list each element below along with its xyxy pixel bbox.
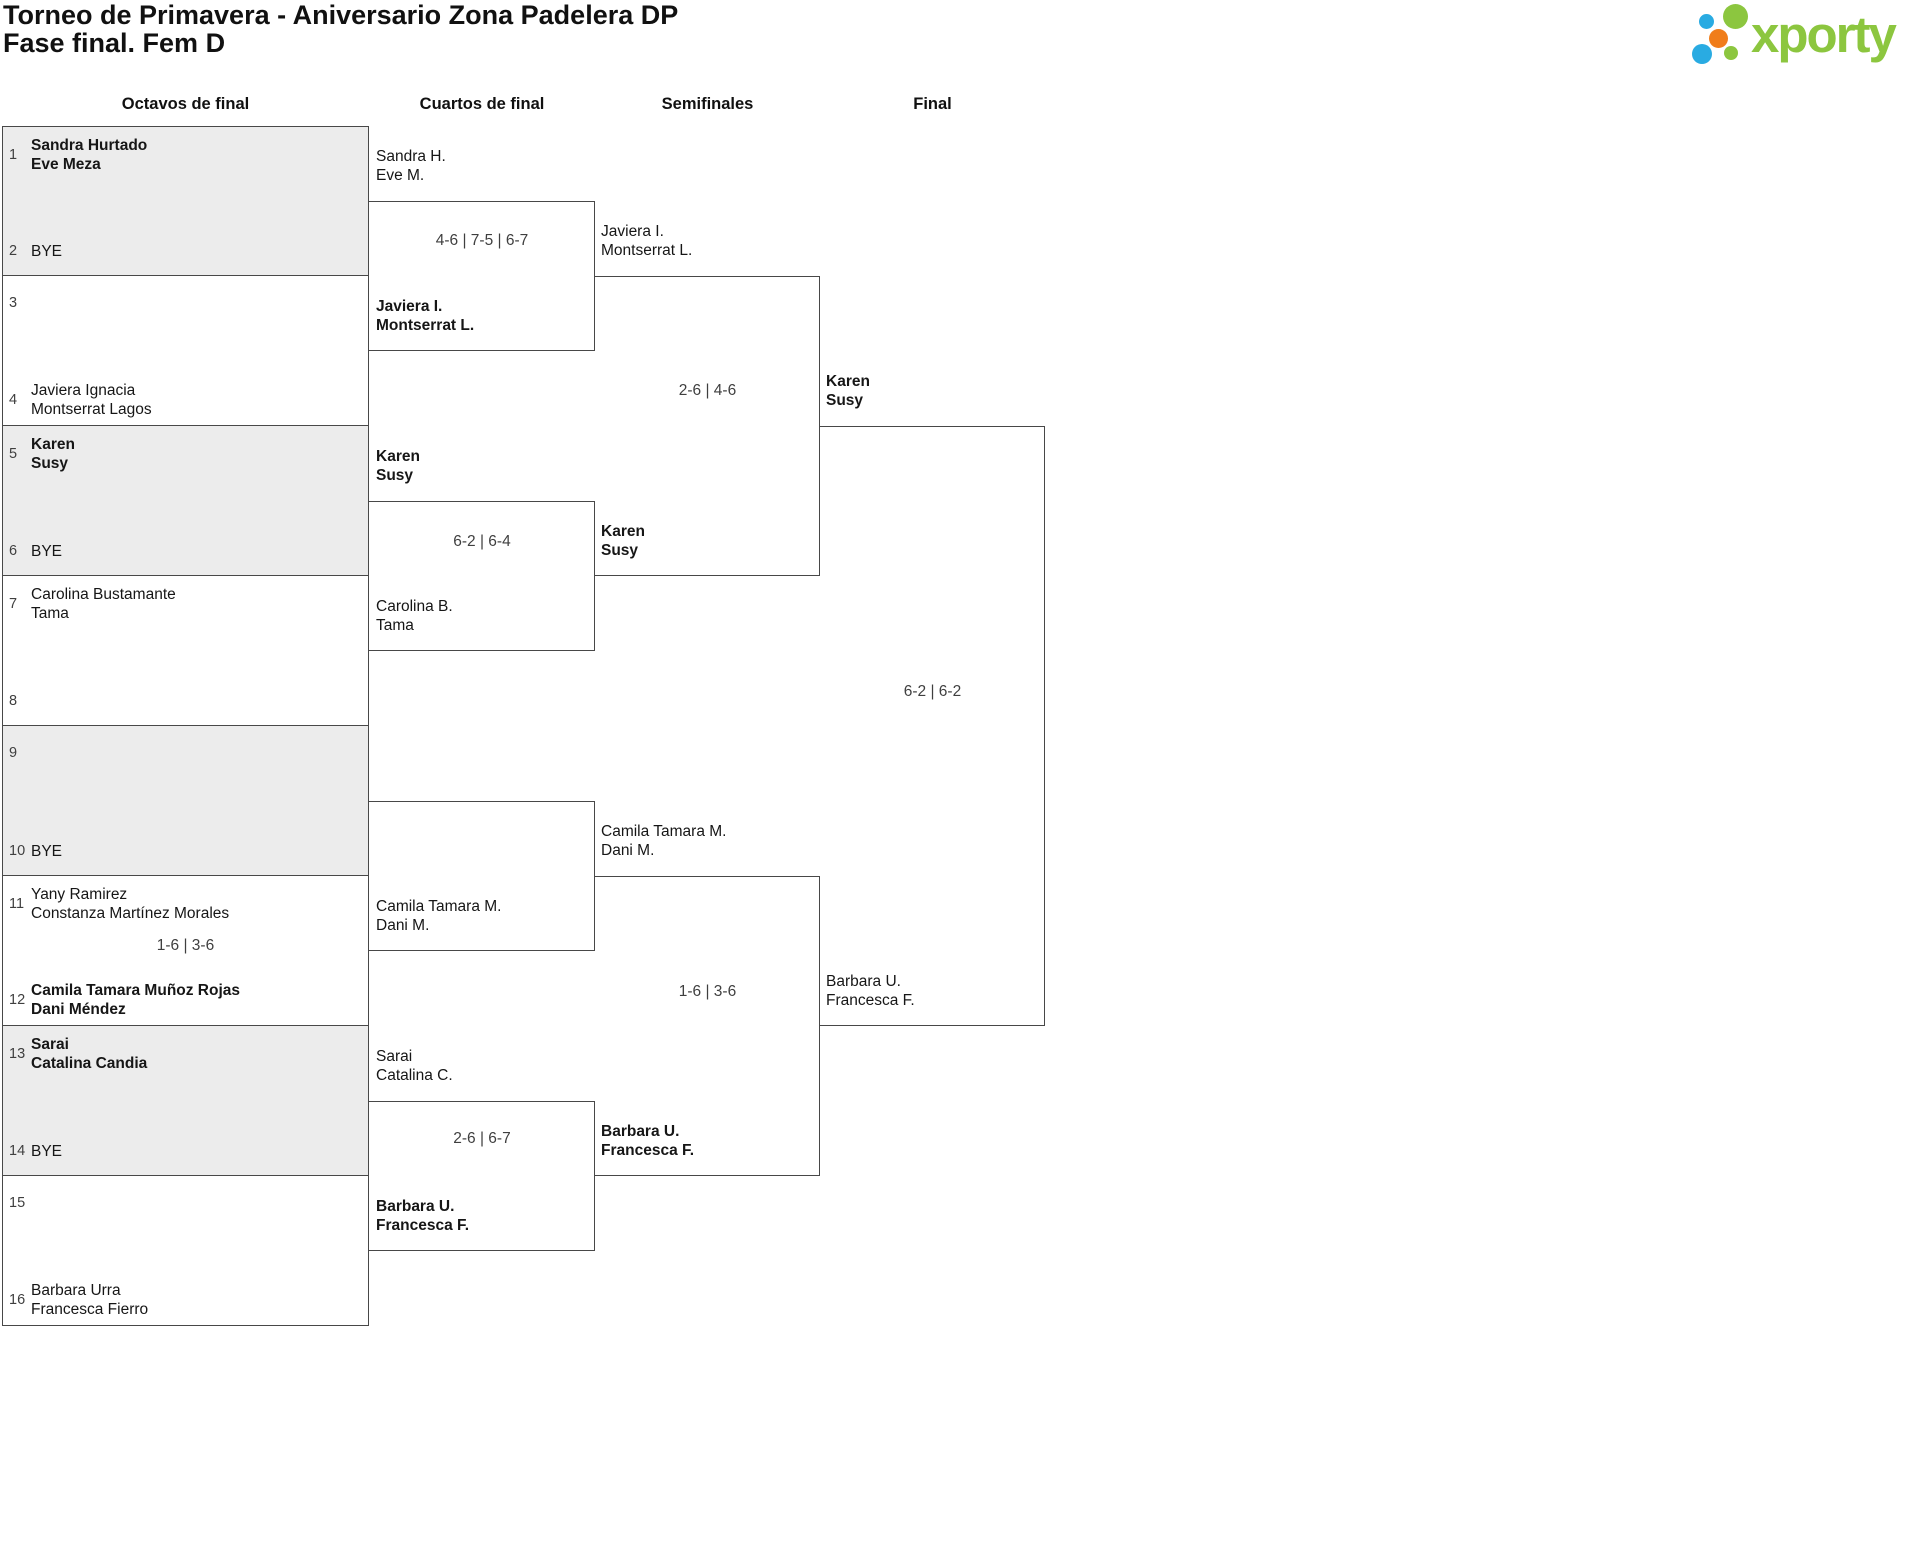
r2-m2-score: 6-2 | 6-4 [453,533,511,550]
r3-m2-team1: Camila Tamara M.Dani M. [601,823,727,859]
logo-dot-green-small [1724,46,1738,60]
r2-match-1-box [369,201,595,351]
page-title: Torneo de Primavera - Aniversario Zona P… [3,1,678,57]
team-name: BYE [31,1143,63,1160]
column-header-cuartos: Cuartos de final [419,95,545,113]
seed-label: 16 [9,1291,26,1308]
seed-label: 10 [9,843,26,859]
seed-label: 13 [9,1045,26,1062]
column-header-final: Final [913,95,952,113]
seed-label: 4 [9,391,18,408]
r1-slot-seed-3: 3 [3,294,26,313]
logo-dot-orange [1709,29,1728,48]
seed-label: 6 [9,543,18,559]
seed-label: 5 [9,445,18,462]
logo-dot-green-large [1723,4,1748,29]
r4-final-box [820,426,1045,1026]
tournament-title: Torneo de Primavera - Aniversario Zona P… [3,0,679,30]
r4-final-team2: Barbara U.Francesca F. [826,973,915,1009]
r2-match-3-box [369,801,595,951]
r3-m2-score: 1-6 | 3-6 [678,983,737,1000]
seed-label: 8 [9,693,18,709]
seed-label: 1 [9,146,18,163]
phase-subtitle: Fase final. Fem D [3,28,226,58]
r4-final-score: 6-2 | 6-2 [903,683,962,700]
r3-m1-team1: Javiera I.Montserrat L. [601,223,693,259]
r2-match-4-box [369,1101,595,1251]
seed-label: 12 [9,991,26,1008]
team-name: BYE [31,843,63,860]
r1-slot-seed-14: 14 BYE [3,1142,62,1161]
r1-match-5-box: 9 10 BYE [2,726,369,876]
seed-label: 3 [9,295,18,311]
r1-slot-seed-9: 9 [3,744,26,763]
seed-label: 11 [9,895,25,912]
r1-slot-seed-10: 10 BYE [3,842,62,861]
r2-m4-score: 2-6 | 6-7 [453,1130,511,1147]
r1-slot-seed-15: 15 [3,1194,26,1213]
r1-slot-seed-6: 6 BYE [3,542,62,561]
r1-slot-seed-8: 8 [3,692,26,711]
column-header-octavos: Octavos de final [121,95,250,113]
r3-m2-team2: Barbara U.Francesca F. [601,1123,695,1159]
logo-wordmark: xporty [1751,6,1897,63]
r3-match-1-box [595,276,820,576]
seed-label: 2 [9,243,18,259]
r2-m1-score: 4-6 | 7-5 | 6-7 [435,232,529,249]
r2-m1-team2: Javiera I.Montserrat L. [376,298,475,334]
r2-m2-team2: Carolina B.Tama [376,598,453,634]
seed-label: 15 [9,1195,26,1211]
seed-label: 14 [9,1143,26,1159]
match-score: 1-6 | 3-6 [156,937,215,954]
r3-m1-score: 2-6 | 4-6 [678,382,737,399]
r3-match-2-box [595,876,820,1176]
logo-dot-blue-large [1692,44,1712,64]
r2-m3-team2: Camila Tamara M.Dani M. [376,898,502,934]
team-name: BYE [31,243,63,260]
column-header-semifinales: Semifinales [661,95,754,113]
r2-m4-team2: Barbara U.Francesca F. [376,1198,470,1234]
r2-match-2-box [369,501,595,651]
team-name: BYE [31,543,63,560]
logo-dot-blue-small [1699,14,1714,29]
r2-m1-team1: Sandra H.Eve M. [376,148,446,184]
r1-slot-seed-2: 2 BYE [3,242,62,261]
seed-label: 9 [9,745,18,761]
seed-label: 7 [9,595,18,612]
